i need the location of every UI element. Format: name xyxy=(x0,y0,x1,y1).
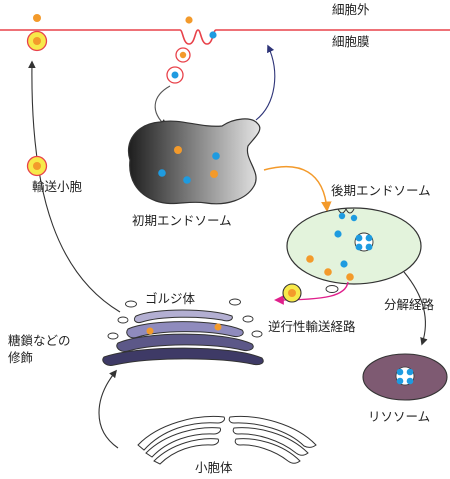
lysosome xyxy=(362,353,448,401)
golgi-apparatus xyxy=(102,298,264,366)
extracellular-cargo-orange xyxy=(33,14,41,22)
transport-vesicle-top xyxy=(26,30,48,52)
label-lysosome: リソソーム xyxy=(368,409,430,424)
label-er: 小胞体 xyxy=(195,460,233,475)
label-transport-vesicle: 輸送小胞 xyxy=(32,179,83,194)
label-plasma-membrane: 細胞膜 xyxy=(332,34,370,49)
early-endosome xyxy=(128,118,261,205)
small-vesicle-late-1 xyxy=(325,285,339,293)
retrograde-vesicle xyxy=(282,283,302,303)
label-degradation-pathway: 分解経路 xyxy=(384,297,435,312)
label-late-endosome: 後期エンドソーム xyxy=(331,183,431,198)
arrow-recycling-to-membrane xyxy=(255,44,276,121)
arrow-er-to-golgi xyxy=(98,369,119,449)
late-endosome xyxy=(286,207,422,285)
arrow-degradation-to-lysosome xyxy=(403,271,428,346)
arrow-vesicle-to-early-endosome xyxy=(154,85,171,128)
label-golgi: ゴルジ体 xyxy=(145,291,196,306)
plasma-membrane-line xyxy=(0,29,450,45)
label-glycosylation-2: 修飾 xyxy=(8,350,33,365)
label-retrograde-pathway: 逆行性輸送経路 xyxy=(268,319,356,334)
endocytic-vesicle-1 xyxy=(175,47,191,63)
label-glycosylation-1: 糖鎖などの xyxy=(8,333,71,348)
membrane-cargo-orange xyxy=(185,16,193,24)
endocytic-vesicle-2 xyxy=(166,66,184,84)
label-early-endosome: 初期エンドソーム xyxy=(132,213,232,228)
endoplasmic-reticulum xyxy=(137,415,317,465)
label-extracellular: 細胞外 xyxy=(332,2,370,17)
arrow-early-to-late-endosome xyxy=(263,166,332,213)
arrow-golgi-to-membrane xyxy=(28,60,121,313)
membrane-cargo-blue xyxy=(209,31,217,39)
transport-vesicle-middle xyxy=(26,155,48,177)
